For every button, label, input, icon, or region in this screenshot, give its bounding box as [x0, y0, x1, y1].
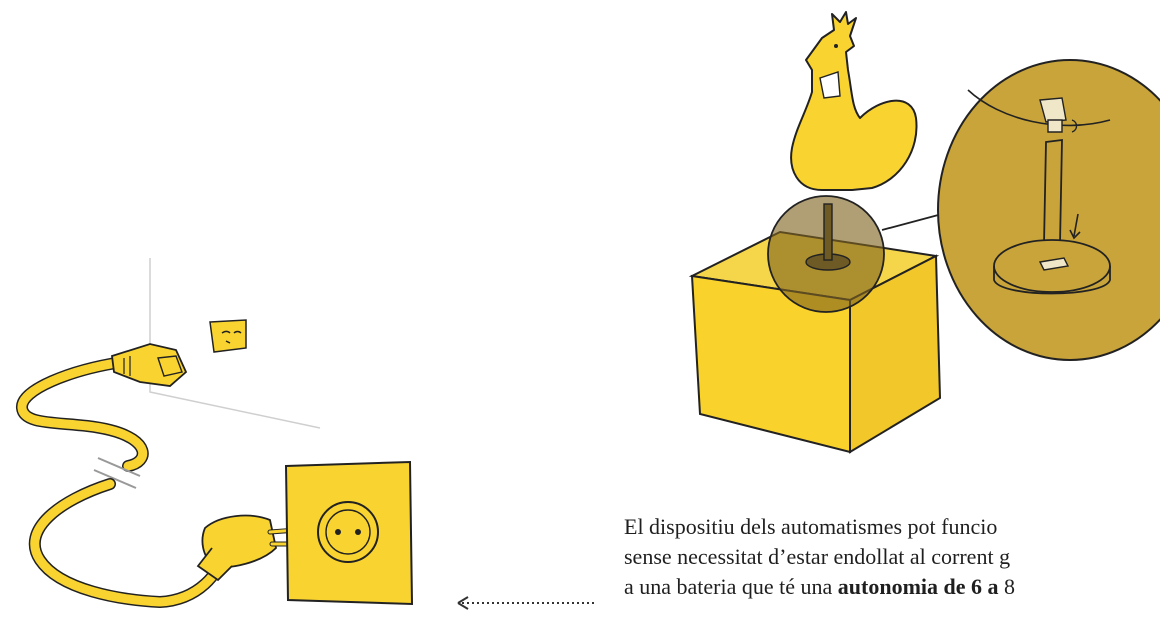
caption-line-1: El dispositiu dels automatismes pot func… — [624, 514, 998, 539]
magnifier-lens — [767, 195, 943, 313]
rooster-figure-icon — [790, 11, 918, 191]
wall-corner — [149, 258, 321, 429]
caption-text: El dispositiu dels automatismes pot func… — [624, 512, 1160, 602]
small-socket-icon — [209, 319, 247, 353]
caption-line-3-suffix: 8 — [998, 574, 1016, 599]
magnifier-detail-icon — [937, 59, 1160, 361]
caption-line-3: a una bateria que té una autonomia de 6 … — [624, 572, 1160, 602]
wall-socket-icon — [284, 460, 414, 606]
power-plug-cable-icon — [16, 343, 301, 609]
arrow-left-dotted-icon — [457, 596, 596, 610]
caption-line-2: sense necessitat d’estar endollat al cor… — [624, 544, 1011, 569]
caption-line-3-bold: autonomia de 6 a — [837, 574, 999, 599]
caption-line-3-prefix: a una bateria que té una — [624, 574, 838, 599]
